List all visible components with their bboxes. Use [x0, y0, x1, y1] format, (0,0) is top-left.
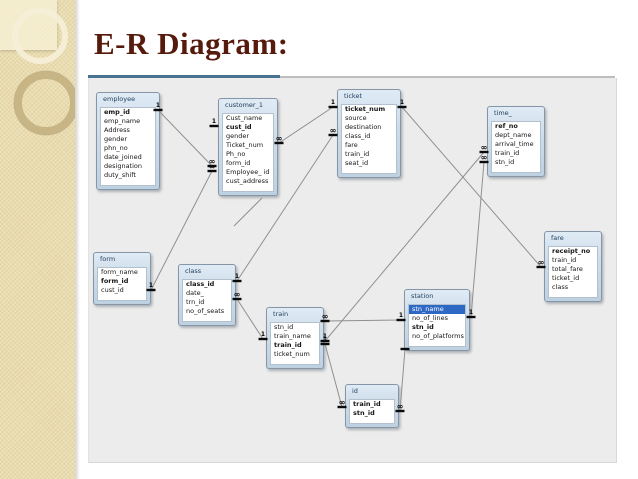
table-title: fare: [551, 234, 564, 242]
field-receipt_no: receipt_no: [552, 247, 591, 255]
field-no_of_lines: no_of_lines: [412, 314, 448, 322]
table-title: id: [352, 387, 358, 395]
sidebar-decoration: [0, 0, 75, 479]
field-train_name: train_name: [274, 332, 311, 340]
field-form_id: form_id: [226, 159, 251, 167]
field-ticket_num: ticket_num: [345, 105, 386, 113]
field-train_id: train_id: [495, 149, 520, 157]
field-no_of_platforms: no_of_platforms: [412, 332, 464, 340]
field-fare: fare: [345, 141, 358, 149]
field-emp_id: emp_id: [104, 108, 130, 116]
field-designation: designation: [104, 162, 142, 170]
field-date_joined: date_joined: [104, 153, 142, 161]
field-seat_id: seat_id: [345, 159, 369, 167]
field-total_fare: total_fare: [552, 265, 583, 273]
table-title: form: [100, 255, 116, 263]
table-title: class: [185, 267, 202, 275]
panel-top-border-accent: [88, 75, 280, 78]
field-train_id: train_id: [274, 341, 302, 349]
field-trn_id: trn_id: [186, 298, 205, 306]
field-ticket_id: ticket_id: [552, 274, 580, 282]
field-stn_name: stn_name: [409, 305, 465, 314]
page-title: E-R Diagram:: [94, 26, 289, 61]
field-Ticket_num: Ticket_num: [226, 141, 264, 149]
sidebar-shadow: [75, 0, 80, 479]
field-stn_id: stn_id: [412, 323, 434, 331]
field-train_id: train_id: [345, 150, 370, 158]
field-Ph_no: Ph_no: [226, 150, 246, 158]
field-source: source: [345, 114, 367, 122]
field-Employee_id: Employee_ id: [226, 168, 270, 176]
field-cust_id: cust_id: [101, 286, 124, 294]
field-ticket_num: ticket_num: [274, 350, 310, 358]
field-gender: gender: [104, 135, 128, 143]
field-Cust_name: Cust_name: [226, 114, 263, 122]
table-title: time_: [494, 109, 512, 117]
field-stn_id: stn_id: [274, 323, 294, 331]
field-class_id: class_id: [345, 132, 371, 140]
field-cust_address: cust_address: [226, 177, 269, 185]
field-cust_id: cust_id: [226, 123, 252, 131]
table-title: station: [411, 292, 434, 300]
field-stn_id: stn_id: [353, 409, 375, 417]
field-gender: gender: [226, 132, 250, 140]
field-arrival_time: arrival_time: [495, 140, 534, 148]
field-Address: Address: [104, 126, 130, 134]
field-stn_id: stn_id: [495, 158, 515, 166]
field-date_: date_: [186, 289, 204, 297]
field-dept_name: dept_name: [495, 131, 532, 139]
field-emp_name: emp_name: [104, 117, 141, 125]
table-title: customer_1: [225, 101, 263, 109]
field-duty_shift: duty_shift: [104, 171, 136, 179]
field-form_id: form_id: [101, 277, 129, 285]
field-class_id: class_id: [186, 280, 215, 288]
sidebar-rings-icon: [12, 8, 75, 136]
table-title: employee: [103, 95, 136, 103]
field-phn_no: phn_no: [104, 144, 128, 152]
field-no_of_seats: no_of_seats: [186, 307, 225, 315]
table-title: train: [273, 310, 289, 318]
field-ref_no: ref_no: [495, 122, 518, 130]
field-train_id: train_id: [552, 256, 577, 264]
field-form_name: form_name: [101, 268, 138, 276]
field-train_id: train_id: [353, 400, 381, 408]
field-destination: destination: [345, 123, 382, 131]
table-title: ticket: [344, 92, 363, 100]
field-class: class: [552, 283, 569, 291]
panel-top-border: [280, 76, 615, 78]
sidebar-square: [0, 0, 57, 50]
